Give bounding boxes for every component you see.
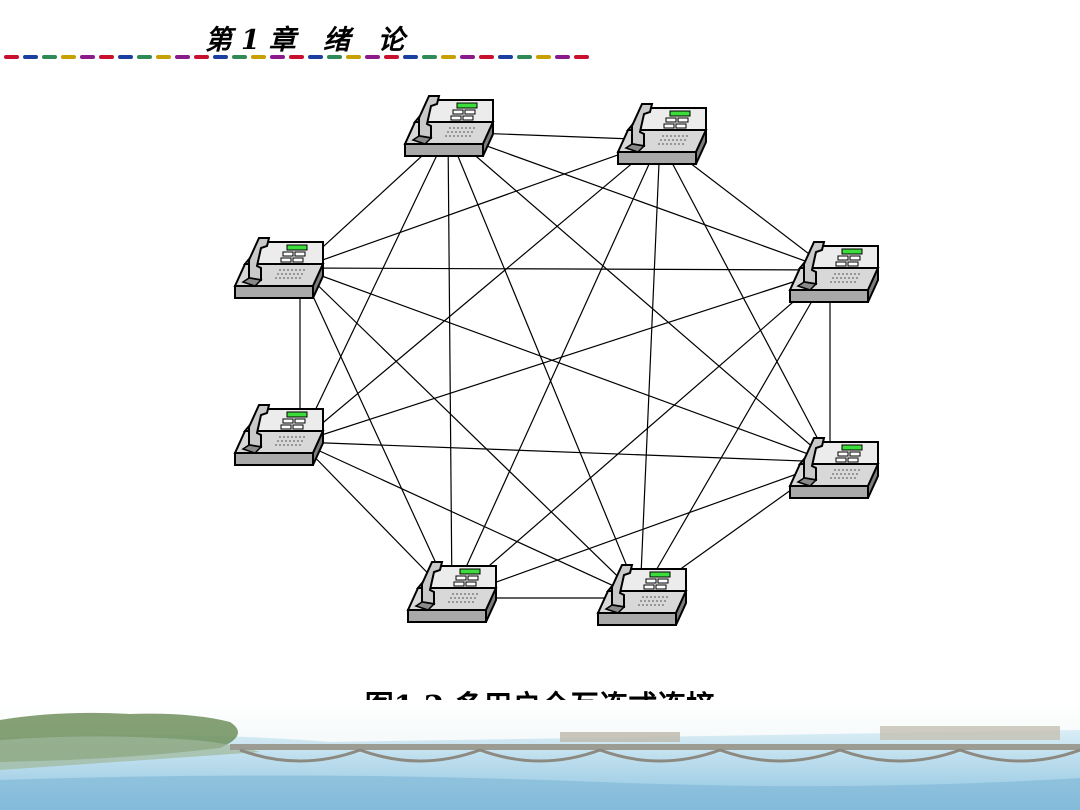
link-phone-5-phone-8 xyxy=(299,441,641,599)
link-phone-2-phone-6 xyxy=(659,139,831,463)
telephone-icon xyxy=(234,404,324,466)
dash-segment xyxy=(327,55,342,59)
dash-segment xyxy=(422,55,437,59)
dash-segment xyxy=(137,55,152,59)
telephone-icon xyxy=(617,103,707,165)
riverside-bridge-scenery xyxy=(0,700,1080,810)
dash-segment xyxy=(460,55,475,59)
telephone-icon xyxy=(404,95,494,157)
phone-nodes xyxy=(234,95,879,626)
dash-segment xyxy=(384,55,399,59)
dash-segment xyxy=(441,55,456,59)
decorative-dash-line xyxy=(4,55,589,59)
dash-segment xyxy=(289,55,304,59)
dash-segment xyxy=(498,55,513,59)
dash-segment xyxy=(156,55,171,59)
telephone-icon xyxy=(789,437,879,499)
dash-segment xyxy=(308,55,323,59)
telephone-icon xyxy=(597,564,687,626)
dash-segment xyxy=(61,55,76,59)
link-phone-1-phone-8 xyxy=(447,131,641,599)
link-phone-1-phone-5 xyxy=(299,131,449,443)
dash-segment xyxy=(555,55,570,59)
dash-segment xyxy=(118,55,133,59)
network-diagram xyxy=(234,95,879,626)
telephone-icon xyxy=(407,561,497,623)
link-phone-1-phone-6 xyxy=(447,131,831,463)
dash-segment xyxy=(99,55,114,59)
link-phone-2-phone-7 xyxy=(451,139,661,599)
dash-segment xyxy=(175,55,190,59)
link-phone-3-phone-7 xyxy=(299,267,453,599)
dash-segment xyxy=(80,55,95,59)
dash-segment xyxy=(574,55,589,59)
link-phone-1-phone-7 xyxy=(447,131,453,599)
dash-segment xyxy=(270,55,285,59)
link-phone-3-phone-4 xyxy=(299,267,831,271)
link-phone-4-phone-5 xyxy=(299,269,831,443)
dash-segment xyxy=(194,55,209,59)
link-phone-4-phone-8 xyxy=(639,269,831,599)
link-phone-3-phone-8 xyxy=(299,267,641,599)
dash-segment xyxy=(479,55,494,59)
telephone-icon xyxy=(789,241,879,303)
dash-segment xyxy=(251,55,266,59)
link-phone-6-phone-7 xyxy=(451,461,831,599)
chapter-title: 第1章 绪 论 xyxy=(205,25,414,56)
dash-segment xyxy=(536,55,551,59)
telephone-icon xyxy=(234,237,324,299)
dash-segment xyxy=(232,55,247,59)
link-phone-2-phone-8 xyxy=(639,139,661,599)
dash-segment xyxy=(23,55,38,59)
link-phone-1-phone-4 xyxy=(447,131,831,271)
dash-segment xyxy=(517,55,532,59)
dash-segment xyxy=(403,55,418,59)
dash-segment xyxy=(346,55,361,59)
dash-segment xyxy=(365,55,380,59)
link-phone-5-phone-6 xyxy=(299,441,831,463)
link-phone-3-phone-6 xyxy=(299,267,831,463)
link-phone-2-phone-3 xyxy=(299,139,661,269)
mesh-links xyxy=(299,131,831,599)
link-phone-2-phone-5 xyxy=(299,139,661,443)
dash-segment xyxy=(4,55,19,59)
link-phone-4-phone-7 xyxy=(451,269,831,599)
dash-segment xyxy=(213,55,228,59)
dash-segment xyxy=(42,55,57,59)
